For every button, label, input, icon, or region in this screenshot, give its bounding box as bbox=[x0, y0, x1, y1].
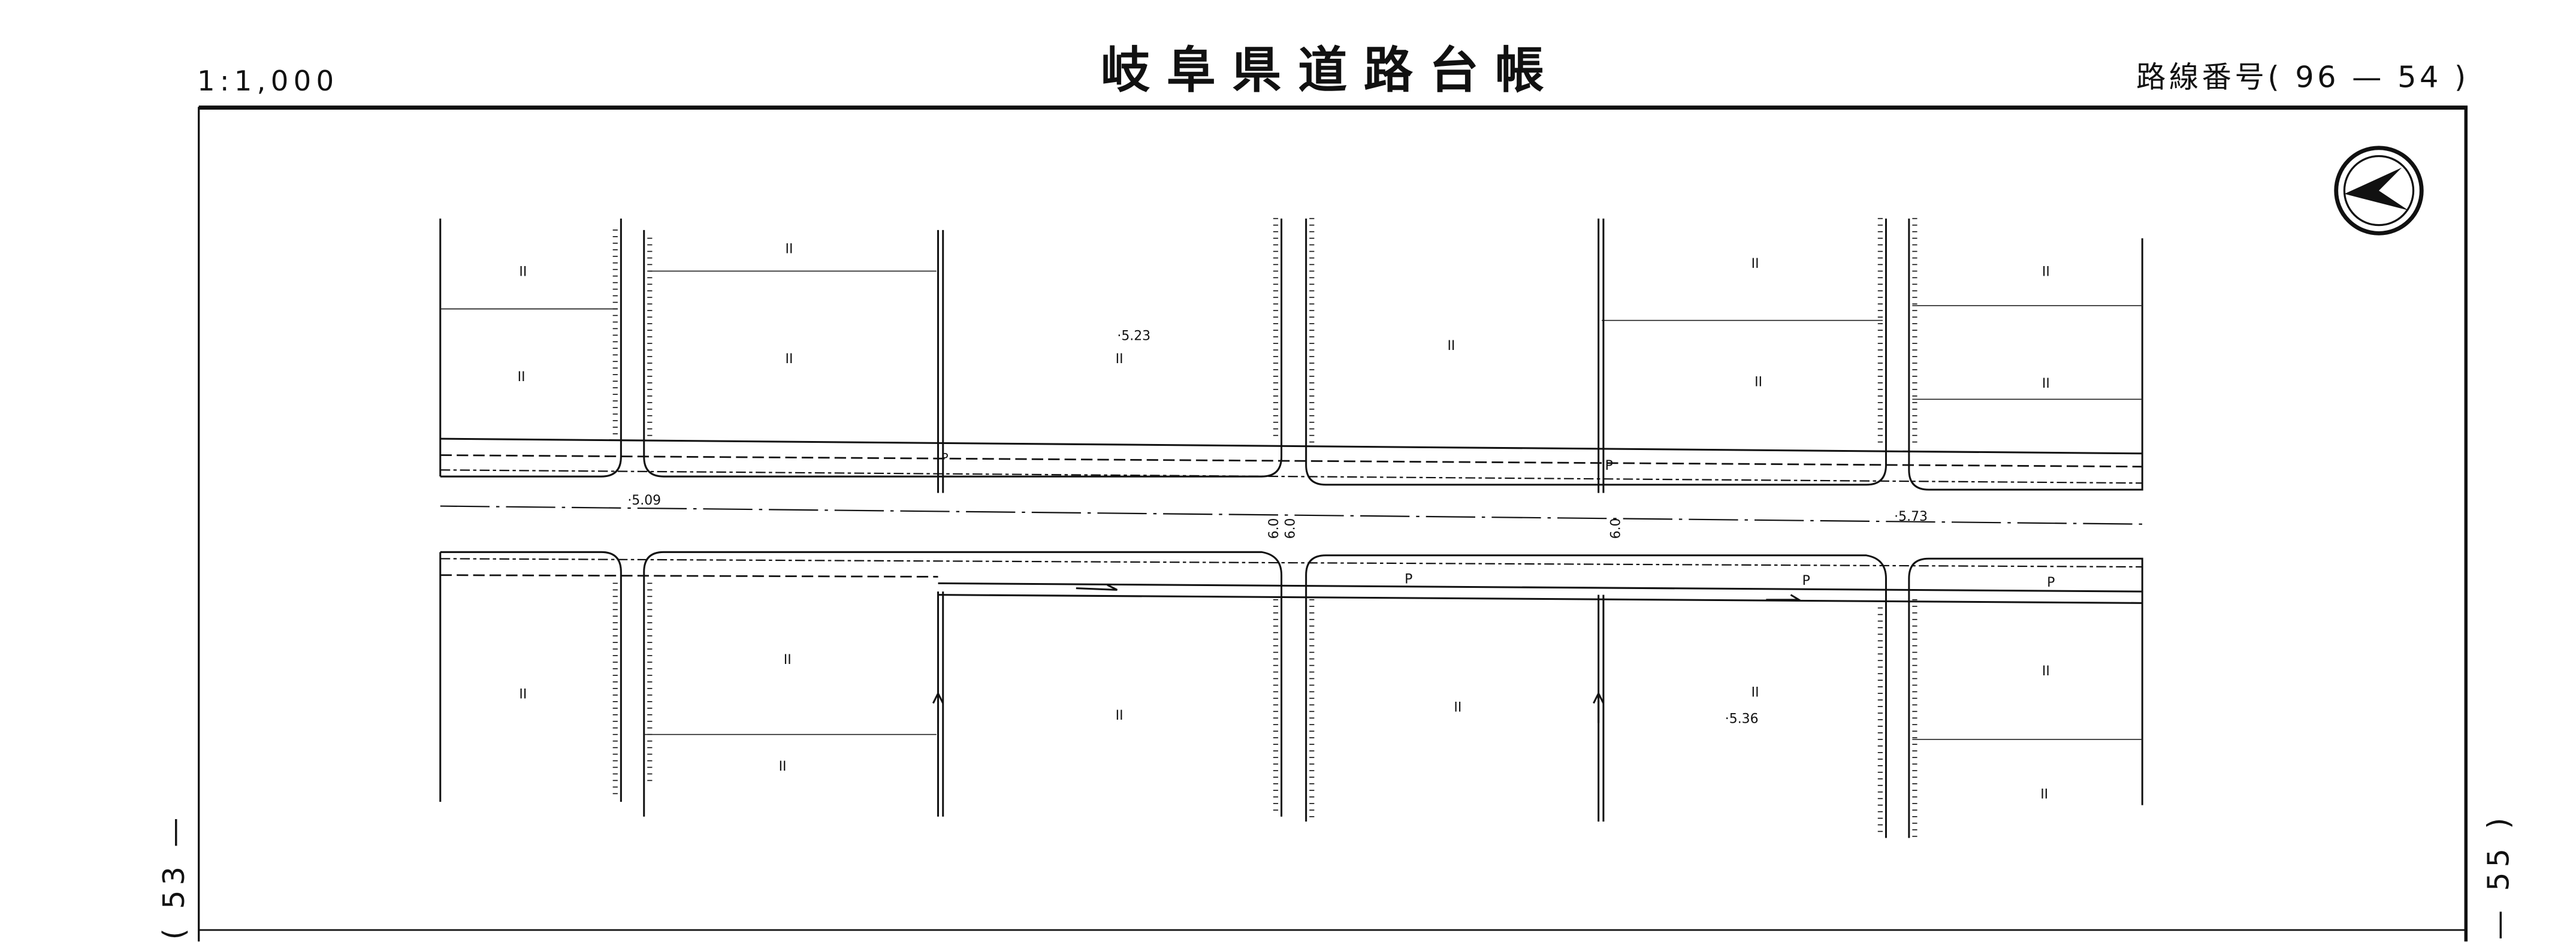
width-label: 6.0 bbox=[1608, 518, 1623, 539]
previous-sheet-link[interactable]: ( 53 — bbox=[156, 813, 191, 940]
elevation-label: ·5.73 bbox=[1894, 509, 1928, 524]
parcel-mark: II bbox=[2042, 265, 2050, 280]
width-label: 6.0 bbox=[1283, 518, 1298, 539]
parcel-mark: II bbox=[2042, 664, 2050, 679]
parcel-mark: II bbox=[786, 352, 793, 367]
parcel-mark: II bbox=[2042, 376, 2050, 391]
pole-label: P bbox=[2047, 575, 2055, 590]
parcel-mark: II bbox=[779, 759, 787, 774]
parcel-mark: II bbox=[1447, 339, 1455, 354]
parcel-mark: II bbox=[1116, 708, 1124, 723]
fence-ticks bbox=[612, 218, 1917, 837]
elevation-label: ·5.36 bbox=[1725, 711, 1759, 726]
parcel-mark: II bbox=[1751, 686, 1759, 701]
page-title: 岐阜県道路台帳 bbox=[1101, 42, 1561, 99]
parcel-mark: II bbox=[519, 687, 527, 702]
parcel-mark: II bbox=[518, 370, 526, 385]
next-sheet-link[interactable]: — 55 ) bbox=[2481, 813, 2516, 940]
sheet-frame bbox=[198, 105, 2468, 942]
pole-label: P bbox=[1405, 572, 1412, 587]
parcel-mark: II bbox=[1751, 256, 1759, 271]
parcel-mark: II bbox=[2040, 787, 2048, 802]
parcel-mark: II bbox=[784, 653, 792, 668]
parcel-mark: II bbox=[1116, 352, 1124, 367]
parcel-mark: II bbox=[786, 241, 793, 256]
compass-icon bbox=[2334, 146, 2424, 236]
parcel-marks: II II II II II II II II II II II II II II II II II II bbox=[518, 241, 2050, 802]
parcel-mark: II bbox=[519, 265, 527, 280]
pole-label: P bbox=[941, 451, 949, 465]
elevation-label: ·5.09 bbox=[627, 493, 661, 508]
width-label: 6.0 bbox=[1267, 518, 1282, 539]
road bbox=[439, 437, 2143, 838]
road-centerline bbox=[440, 505, 2143, 525]
elevation-label: ·5.23 bbox=[1117, 329, 1150, 344]
pole-label: P bbox=[1605, 458, 1613, 473]
parcel-mark: II bbox=[1454, 700, 1461, 715]
pole-label: P bbox=[1802, 573, 1810, 588]
route-number: 路線番号( 96 — 54 ) bbox=[2136, 59, 2469, 94]
scale-label: 1:1,000 bbox=[197, 65, 339, 97]
parcel-mark: II bbox=[1754, 375, 1762, 390]
